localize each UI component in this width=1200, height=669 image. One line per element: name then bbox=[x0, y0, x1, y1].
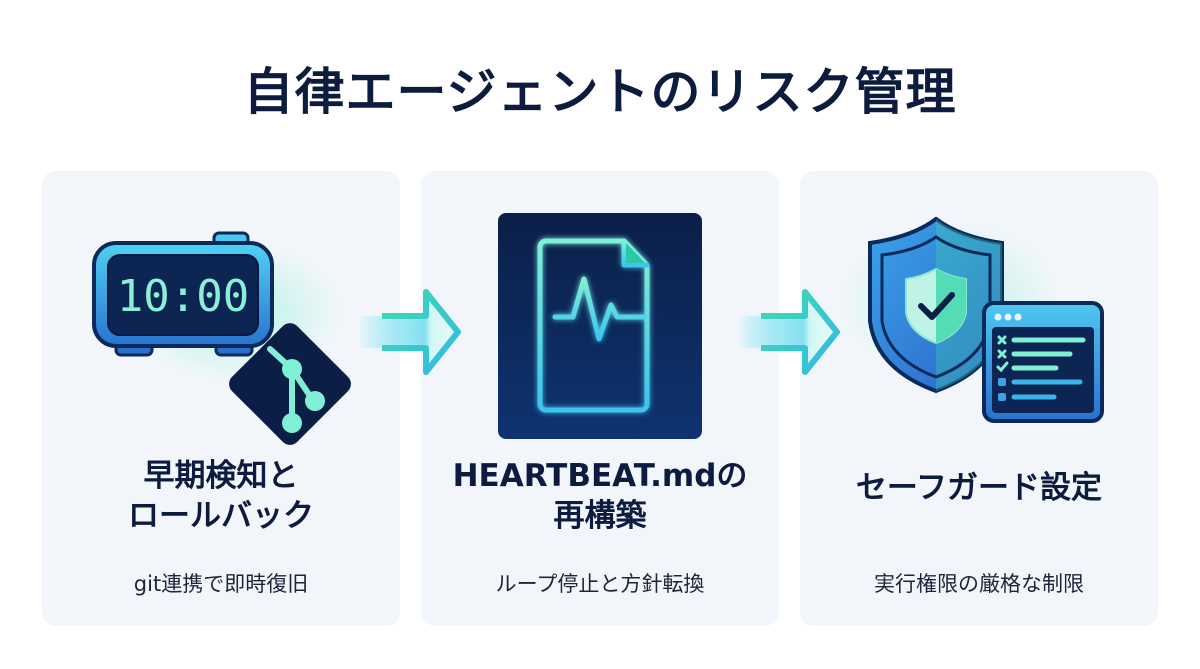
card-safeguard: セーフガード設定 実行権限の厳格な制限 bbox=[800, 171, 1158, 626]
page-title: 自律エージェントのリスク管理 bbox=[243, 63, 957, 121]
card-early-detection: 10:00 早期検知と ロールバック git連携で即時復旧 bbox=[42, 171, 400, 626]
card-heading: 早期検知と ロールバック bbox=[42, 456, 400, 536]
heading-line-2: 再構築 bbox=[553, 498, 647, 534]
heading-line-2: ロールバック bbox=[128, 498, 314, 534]
heading-line-1: 早期検知と bbox=[143, 458, 299, 494]
card-subtitle: 実行権限の厳格な制限 bbox=[874, 572, 1084, 596]
arrow-right-icon bbox=[360, 289, 461, 375]
alarm-clock-git-icon: 10:00 bbox=[42, 171, 400, 451]
heading-line-1: セーフガード設定 bbox=[855, 470, 1103, 506]
heartbeat-document-icon bbox=[421, 171, 779, 451]
card-subtitle: ループ停止と方針転換 bbox=[495, 572, 705, 596]
card-heading: HEARTBEAT.mdの 再構築 bbox=[421, 456, 779, 536]
shield-checklist-icon bbox=[800, 171, 1158, 451]
svg-text:10:00: 10:00 bbox=[117, 271, 249, 322]
heading-line-1: HEARTBEAT.mdの bbox=[452, 458, 748, 494]
arrow-right-icon bbox=[739, 289, 840, 375]
card-heartbeat-rebuild: HEARTBEAT.mdの 再構築 ループ停止と方針転換 bbox=[421, 171, 779, 626]
card-subtitle: git連携で即時復旧 bbox=[133, 572, 309, 596]
card-heading: セーフガード設定 bbox=[800, 468, 1158, 508]
